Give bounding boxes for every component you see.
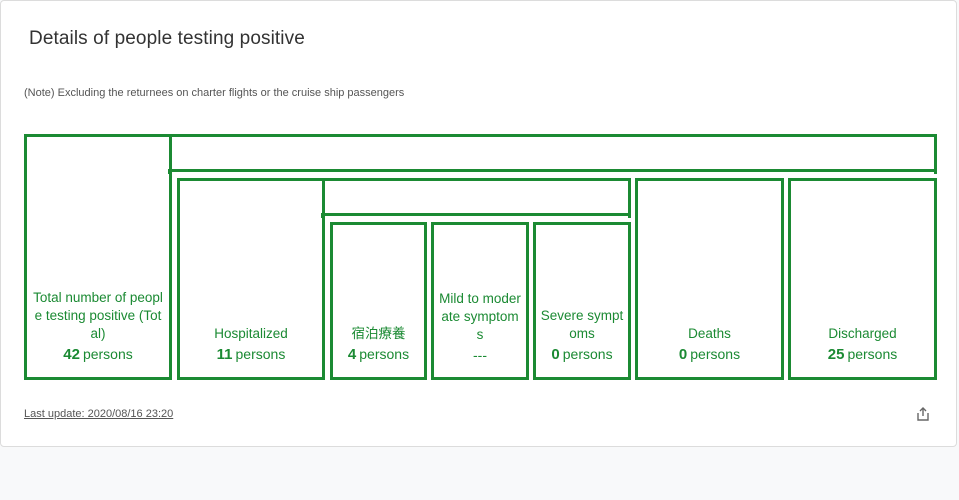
deaths-unit: persons xyxy=(690,346,741,362)
card-title: Details of people testing positive xyxy=(29,28,305,49)
share-icon[interactable] xyxy=(915,406,931,422)
severe-number: 0 xyxy=(551,346,560,363)
hospitalized-number: 11 xyxy=(216,346,233,363)
note-text: (Note) Excluding the returnees on charte… xyxy=(24,87,405,99)
discharged-unit: persons xyxy=(847,346,898,362)
positive-details-card: Details of people testing positive (Note… xyxy=(0,0,957,447)
deaths-number: 0 xyxy=(678,346,688,363)
severe-label: Severe symptoms xyxy=(540,308,624,341)
hotel-label: 宿泊療養 xyxy=(351,326,406,341)
share-icon-svg xyxy=(917,407,929,421)
hotel-unit: persons xyxy=(359,346,410,362)
total-box: Total number of people testing positive … xyxy=(24,134,172,380)
total-bracket-inner xyxy=(168,169,937,174)
discharged-label: Discharged xyxy=(828,326,897,341)
mild-label: Mild to moderate symptoms xyxy=(439,291,521,342)
mild-value: --- xyxy=(473,347,487,363)
deaths-label: Deaths xyxy=(688,326,731,341)
severe-unit: persons xyxy=(562,346,613,362)
total-unit: persons xyxy=(82,346,133,362)
hospitalized-label: Hospitalized xyxy=(214,326,288,341)
total-label: Total number of people testing positive … xyxy=(33,290,163,341)
hospitalized-unit: persons xyxy=(235,346,286,362)
hotel-number: 4 xyxy=(347,346,357,363)
total-number: 42 xyxy=(63,346,80,363)
last-update-link[interactable]: Last update: 2020/08/16 23:20 xyxy=(24,408,174,420)
mild-box: Mild to moderate symptoms --- xyxy=(431,222,529,380)
discharged-number: 25 xyxy=(827,346,845,363)
hospitalized-bracket-inner xyxy=(321,213,631,218)
